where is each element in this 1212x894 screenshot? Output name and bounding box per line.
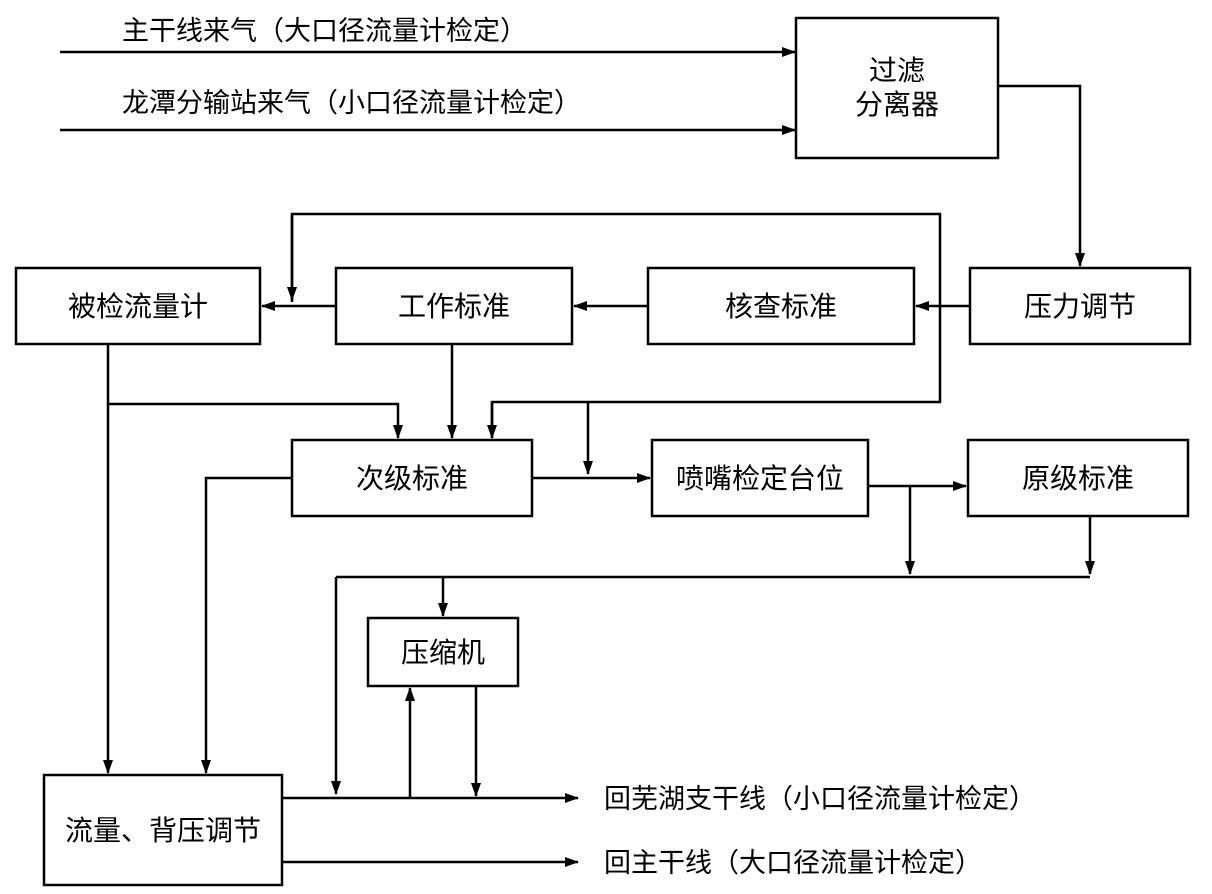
box-primary-standard: 原级标准 — [966, 438, 1190, 518]
arrow-filter-to-pressure — [998, 84, 1085, 267]
output-label-main-trunk: 回主干线（大口径流量计检定） — [604, 848, 982, 879]
meter-under-test-label: 被检流量计 — [68, 290, 208, 323]
box-secondary-standard: 次级标准 — [290, 438, 534, 518]
input-label-main-trunk: 主干线来气（大口径流量计检定） — [122, 16, 527, 47]
nozzle-station-label: 喷嘴检定台位 — [676, 462, 844, 495]
filter-separator-label-1: 过滤 — [869, 54, 925, 87]
filter-separator-label-2: 分离器 — [855, 88, 939, 121]
primary-standard-label: 原级标准 — [1022, 462, 1134, 495]
check-standard-label: 核查标准 — [725, 290, 837, 323]
box-nozzle-station: 喷嘴检定台位 — [650, 438, 870, 518]
box-meter-under-test: 被检流量计 — [14, 266, 262, 346]
output-label-wuhu: 回芜湖支干线（小口径流量计检定） — [604, 784, 1036, 815]
box-check-standard: 核查标准 — [646, 266, 916, 346]
box-flow-backpressure-regulation: 流量、背压调节 — [42, 773, 284, 887]
working-standard-label: 工作标准 — [398, 290, 510, 323]
box-pressure-regulation: 压力调节 — [968, 266, 1192, 346]
flow-backpressure-label: 流量、背压调节 — [65, 814, 261, 847]
box-working-standard: 工作标准 — [334, 266, 574, 346]
arrow-secondary-to-flow-regulation — [201, 476, 292, 774]
pressure-regulation-label: 压力调节 — [1024, 290, 1136, 323]
input-label-longtan: 龙潭分输站来气（小口径流量计检定） — [122, 88, 581, 119]
box-filter-separator: 过滤 分离器 — [794, 16, 1000, 160]
secondary-standard-label: 次级标准 — [356, 462, 468, 495]
arrow-meter-to-secondary — [106, 344, 403, 439]
box-compressor: 压缩机 — [366, 616, 520, 688]
compressor-label: 压缩机 — [401, 636, 485, 669]
